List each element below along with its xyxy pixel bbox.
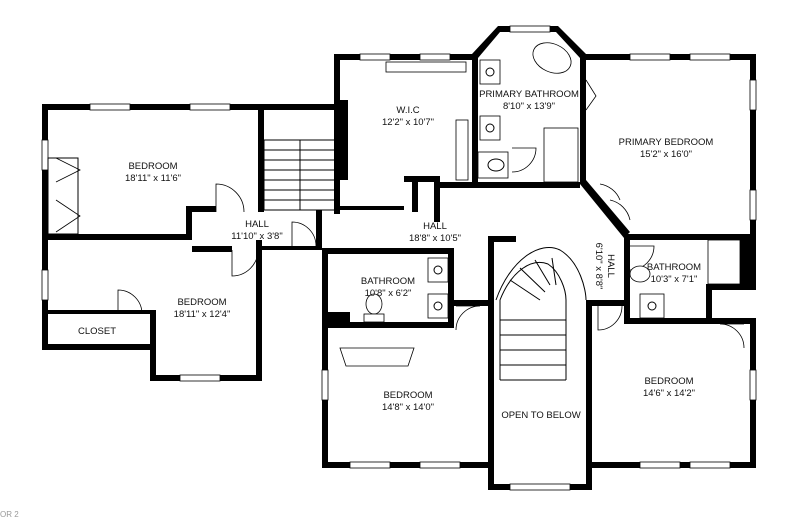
fixtures — [47, 42, 741, 367]
room-bathroom-center: BATHROOM 10'8" x 6'2" — [361, 276, 415, 299]
room-dims: 18'11" x 12'4" — [174, 309, 231, 320]
room-name: BEDROOM — [644, 376, 693, 387]
room-name: BATHROOM — [647, 262, 701, 273]
room-wic: W.I.C 12'2" x 10'7" — [382, 105, 434, 128]
room-dims: 8'10" x 13'9" — [503, 101, 555, 112]
room-bathroom-east: BATHROOM 10'3" x 7'1" — [647, 262, 701, 285]
room-name: HALL — [605, 254, 616, 278]
room-primary-bedroom: PRIMARY BEDROOM 15'2" x 16'0" — [619, 137, 714, 160]
room-dims: 18'11" x 11'6" — [125, 173, 181, 184]
room-primary-bathroom: PRIMARY BATHROOM 8'10" x 13'9" — [479, 89, 579, 112]
windows — [41, 25, 757, 491]
room-bedroom-se: BEDROOM 14'6" x 14'2" — [643, 376, 695, 399]
room-name: HALL — [423, 221, 447, 232]
room-bedroom-nw: BEDROOM 18'11" x 11'6" — [125, 161, 181, 184]
room-dims: 12'2" x 10'7" — [382, 117, 434, 128]
staircase-west — [263, 139, 337, 211]
room-hall-diag: HALL 6'10" x 8'8" — [593, 243, 616, 290]
room-hall-center: HALL 18'8" x 10'5" — [409, 221, 461, 244]
room-dims: 14'8" x 14'0" — [382, 402, 434, 413]
room-open-to-below: OPEN TO BELOW — [501, 410, 580, 421]
room-name: BATHROOM — [361, 276, 415, 287]
room-name: BEDROOM — [128, 161, 177, 172]
room-name: CLOSET — [78, 326, 116, 337]
room-dims: 18'8" x 10'5" — [409, 233, 461, 244]
footer-mark: OR 2 — [0, 510, 19, 519]
room-name: PRIMARY BEDROOM — [619, 137, 714, 148]
staircase-curved — [495, 246, 587, 381]
room-name: HALL — [245, 219, 269, 230]
room-dims: 6'10" x 8'8" — [593, 243, 604, 290]
room-bedroom-south: BEDROOM 14'8" x 14'0" — [382, 390, 434, 413]
room-name: W.I.C — [396, 105, 419, 116]
room-dims: 10'3" x 7'1" — [651, 274, 698, 285]
room-bedroom-w: BEDROOM 18'11" x 12'4" — [174, 297, 231, 320]
room-dims: 14'6" x 14'2" — [643, 388, 695, 399]
room-name: BEDROOM — [177, 297, 226, 308]
room-name: PRIMARY BATHROOM — [479, 89, 579, 100]
room-dims: 11'10" x 3'8" — [231, 231, 282, 242]
room-name: OPEN TO BELOW — [501, 410, 580, 421]
room-dims: 10'8" x 6'2" — [365, 288, 412, 299]
room-name: BEDROOM — [383, 390, 432, 401]
room-dims: 15'2" x 16'0" — [640, 149, 692, 160]
walls — [42, 26, 756, 490]
room-hall-west: HALL 11'10" x 3'8" — [231, 219, 282, 242]
room-closet: CLOSET — [78, 326, 116, 337]
